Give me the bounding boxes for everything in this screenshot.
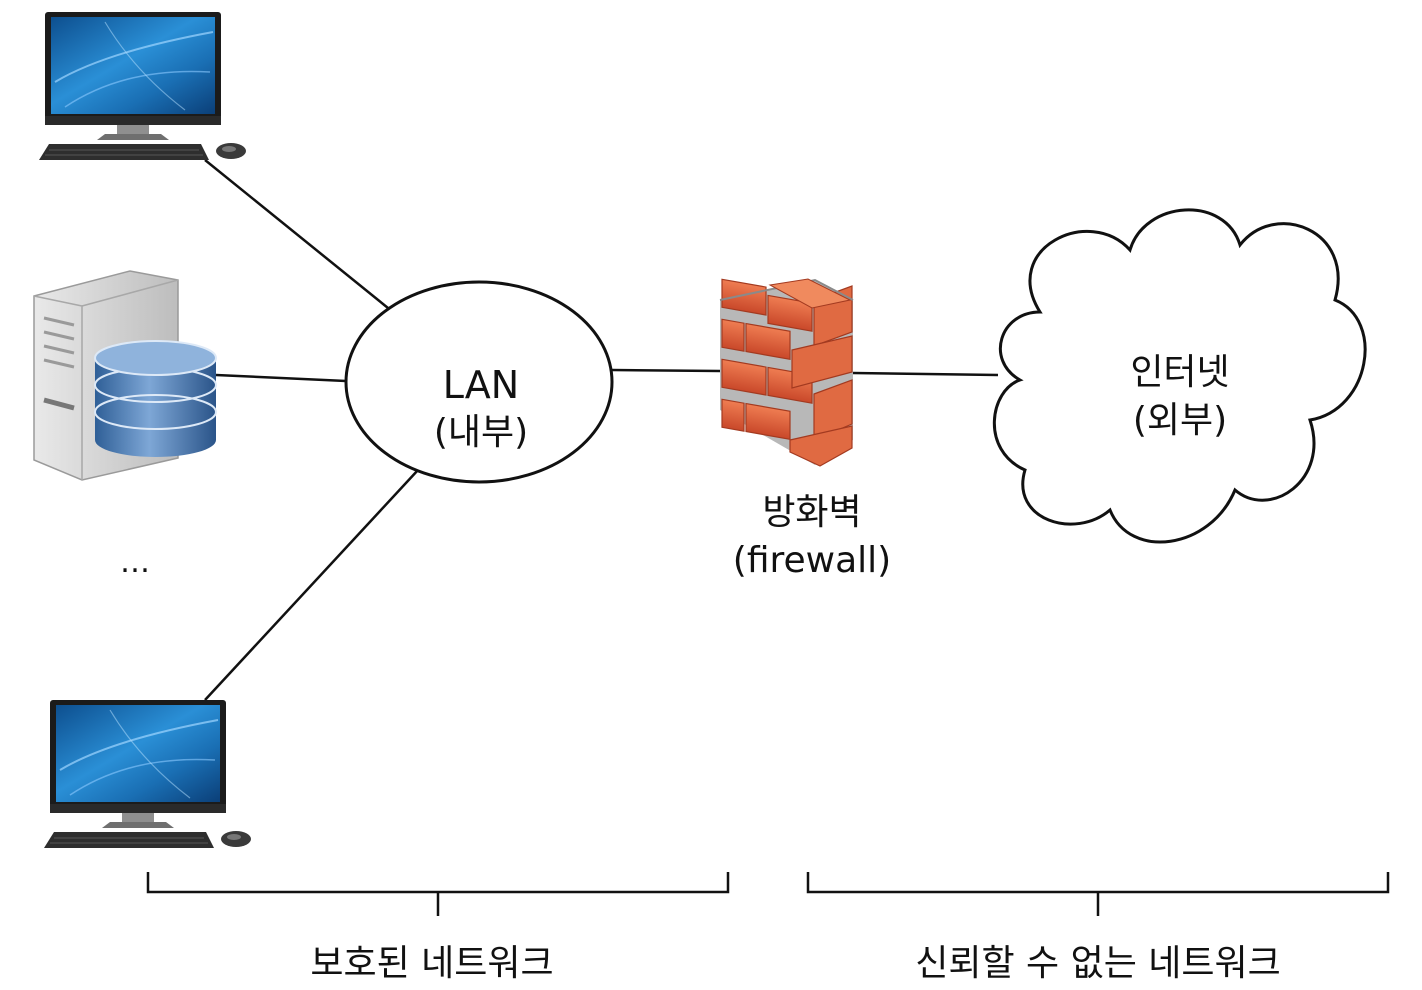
link-server-lan	[215, 373, 347, 383]
link-lan-firewall	[611, 368, 721, 373]
cloud-icon: 인터넷 (외부)	[992, 208, 1367, 544]
desktop-computer-icon	[38, 11, 247, 161]
untrusted-network-label: 신뢰할 수 없는 네트워크	[915, 943, 1281, 984]
lan-ellipse	[344, 280, 614, 484]
brace-protected-network	[146, 872, 730, 916]
lan-subtitle: (내부)	[434, 412, 528, 453]
internet-subtitle: (외부)	[1133, 400, 1227, 441]
lan-node: LAN (내부)	[344, 280, 614, 484]
lan-title: LAN	[443, 363, 519, 407]
connection-lines	[204, 159, 999, 701]
firewall-subtitle: (firewall)	[733, 540, 891, 581]
protected-network-label: 보호된 네트워크	[310, 943, 553, 984]
link-firewall-internet	[852, 371, 999, 377]
desktop-computer-icon	[43, 699, 252, 849]
ellipsis-text: …	[120, 545, 150, 580]
internet-title: 인터넷	[1130, 352, 1229, 393]
database-server-icon	[33, 270, 217, 481]
brace-untrusted-network	[806, 872, 1390, 916]
brick-wall-icon	[719, 278, 854, 467]
cloud-outline	[992, 208, 1367, 544]
link-desktop-top-lan	[204, 159, 389, 309]
link-desktop-bottom-lan	[204, 469, 419, 701]
firewall-title: 방화벽	[762, 492, 861, 533]
database-icon	[94, 340, 217, 457]
